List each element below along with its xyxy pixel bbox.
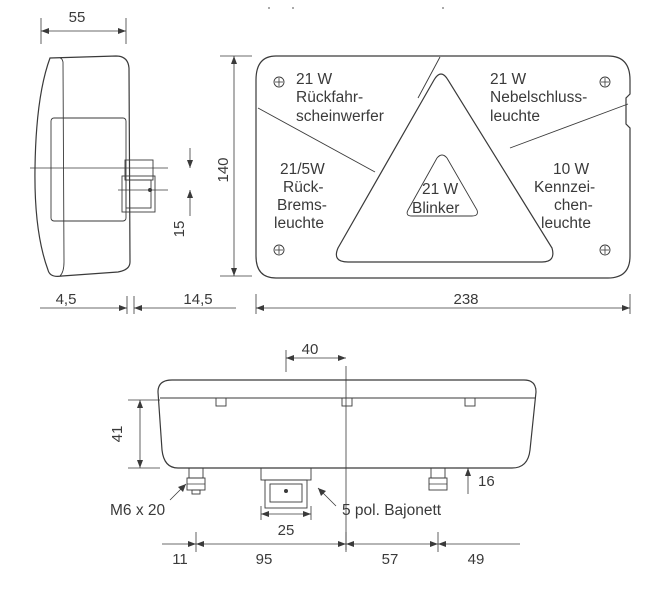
bottom-clip [215,397,227,407]
dim-stud-height: 16 [456,467,495,494]
side-view [30,55,168,277]
screw-icon [599,244,611,256]
svg-text:21/5W: 21/5W [280,161,325,178]
bottom-clip [341,397,353,407]
svg-text:Rück-: Rück- [283,179,323,196]
svg-text:scheinwerfer: scheinwerfer [296,108,384,125]
svg-text:leuchte: leuchte [490,108,540,125]
svg-text:chen-: chen- [554,197,593,214]
dim-bottom-spacing-label: 40 [302,341,319,358]
callout-connector-label: 5 pol. Bajonett [342,502,442,519]
dim-side-offset: 15 [171,148,193,237]
callout-thread: M6 x 20 [110,483,187,519]
left-stud [186,467,206,495]
svg-text:21 W: 21 W [490,71,527,88]
screw-icon [273,76,285,88]
side-connector-body [121,175,156,213]
dim-stud-height-label: 16 [478,473,495,490]
lamp-indicator: 21 W Blinker [412,181,459,217]
screw-icon [273,244,285,256]
bottom-clip [464,397,476,407]
dim-chain-label: 11 [172,551,188,568]
dim-side-height: 140 [215,55,252,277]
dim-side-height-label: 140 [215,157,232,182]
side-lens-block [50,117,127,222]
side-housing-outline [34,55,131,277]
dim-chain-label: 57 [382,551,399,568]
svg-text:Rückfahr-: Rückfahr- [296,89,363,106]
dim-bottom-spacing: 40 [285,341,346,372]
front-housing-outline [255,55,631,279]
dim-side-depth: 4,5 14,5 [40,291,236,314]
dim-bottom-height: 41 [109,399,160,469]
dim-front-width: 238 [255,291,631,314]
dim-bottom-chain: 11 95 57 49 [162,532,520,568]
header-specks [268,7,444,9]
svg-text:Blinker: Blinker [412,200,459,217]
dim-chain-label: 95 [256,551,273,568]
dim-front-width-label: 238 [453,291,478,308]
lamp-reverse: 21 W Rückfahr- scheinwerfer [296,71,384,125]
callout-thread-label: M6 x 20 [110,502,166,519]
side-connector-cap [125,179,152,209]
dim-side-width-label: 55 [69,9,86,26]
svg-text:21 W: 21 W [422,181,459,198]
front-view: 21 W Rückfahr- scheinwerfer 21 W Nebelsc… [255,55,631,279]
callout-connector: 5 pol. Bajonett [317,487,442,519]
dim-side-width: 55 [40,9,127,44]
dim-side-depth-b-label: 14,5 [183,291,212,308]
warning-triangle [335,73,554,263]
side-rim-line [59,57,65,277]
svg-text:Kennzei-: Kennzei- [534,179,595,196]
divider-top [417,56,441,99]
svg-text:leuchte: leuchte [541,215,591,232]
dim-bottom-height-label: 41 [109,426,126,443]
bajonett-connector [260,467,312,509]
svg-text:Nebelschluss-: Nebelschluss- [490,89,587,106]
indicator-triangle [406,154,478,217]
dim-chain-label: 49 [468,551,485,568]
lamp-marker: 10 W Kennzei- chen- leuchte [534,161,595,232]
right-stud [428,467,448,491]
svg-text:leuchte: leuchte [274,215,324,232]
divider-upper-right [509,103,629,149]
lamp-brake: 21/5W Rück- Brems- leuchte [274,161,327,232]
bottom-view [157,366,537,550]
dim-connector-width-label: 25 [278,522,295,539]
svg-text:21 W: 21 W [296,71,333,88]
dim-connector-width: 25 [260,506,312,539]
screw-icon [599,76,611,88]
dim-side-offset-label: 15 [171,221,188,238]
bottom-housing-outline [157,379,537,469]
lamp-fog: 21 W Nebelschluss- leuchte [490,71,587,125]
svg-text:10 W: 10 W [553,161,590,178]
svg-text:Brems-: Brems- [277,197,327,214]
divider-upper-left [257,107,376,173]
dim-side-depth-a-label: 4,5 [56,291,77,308]
